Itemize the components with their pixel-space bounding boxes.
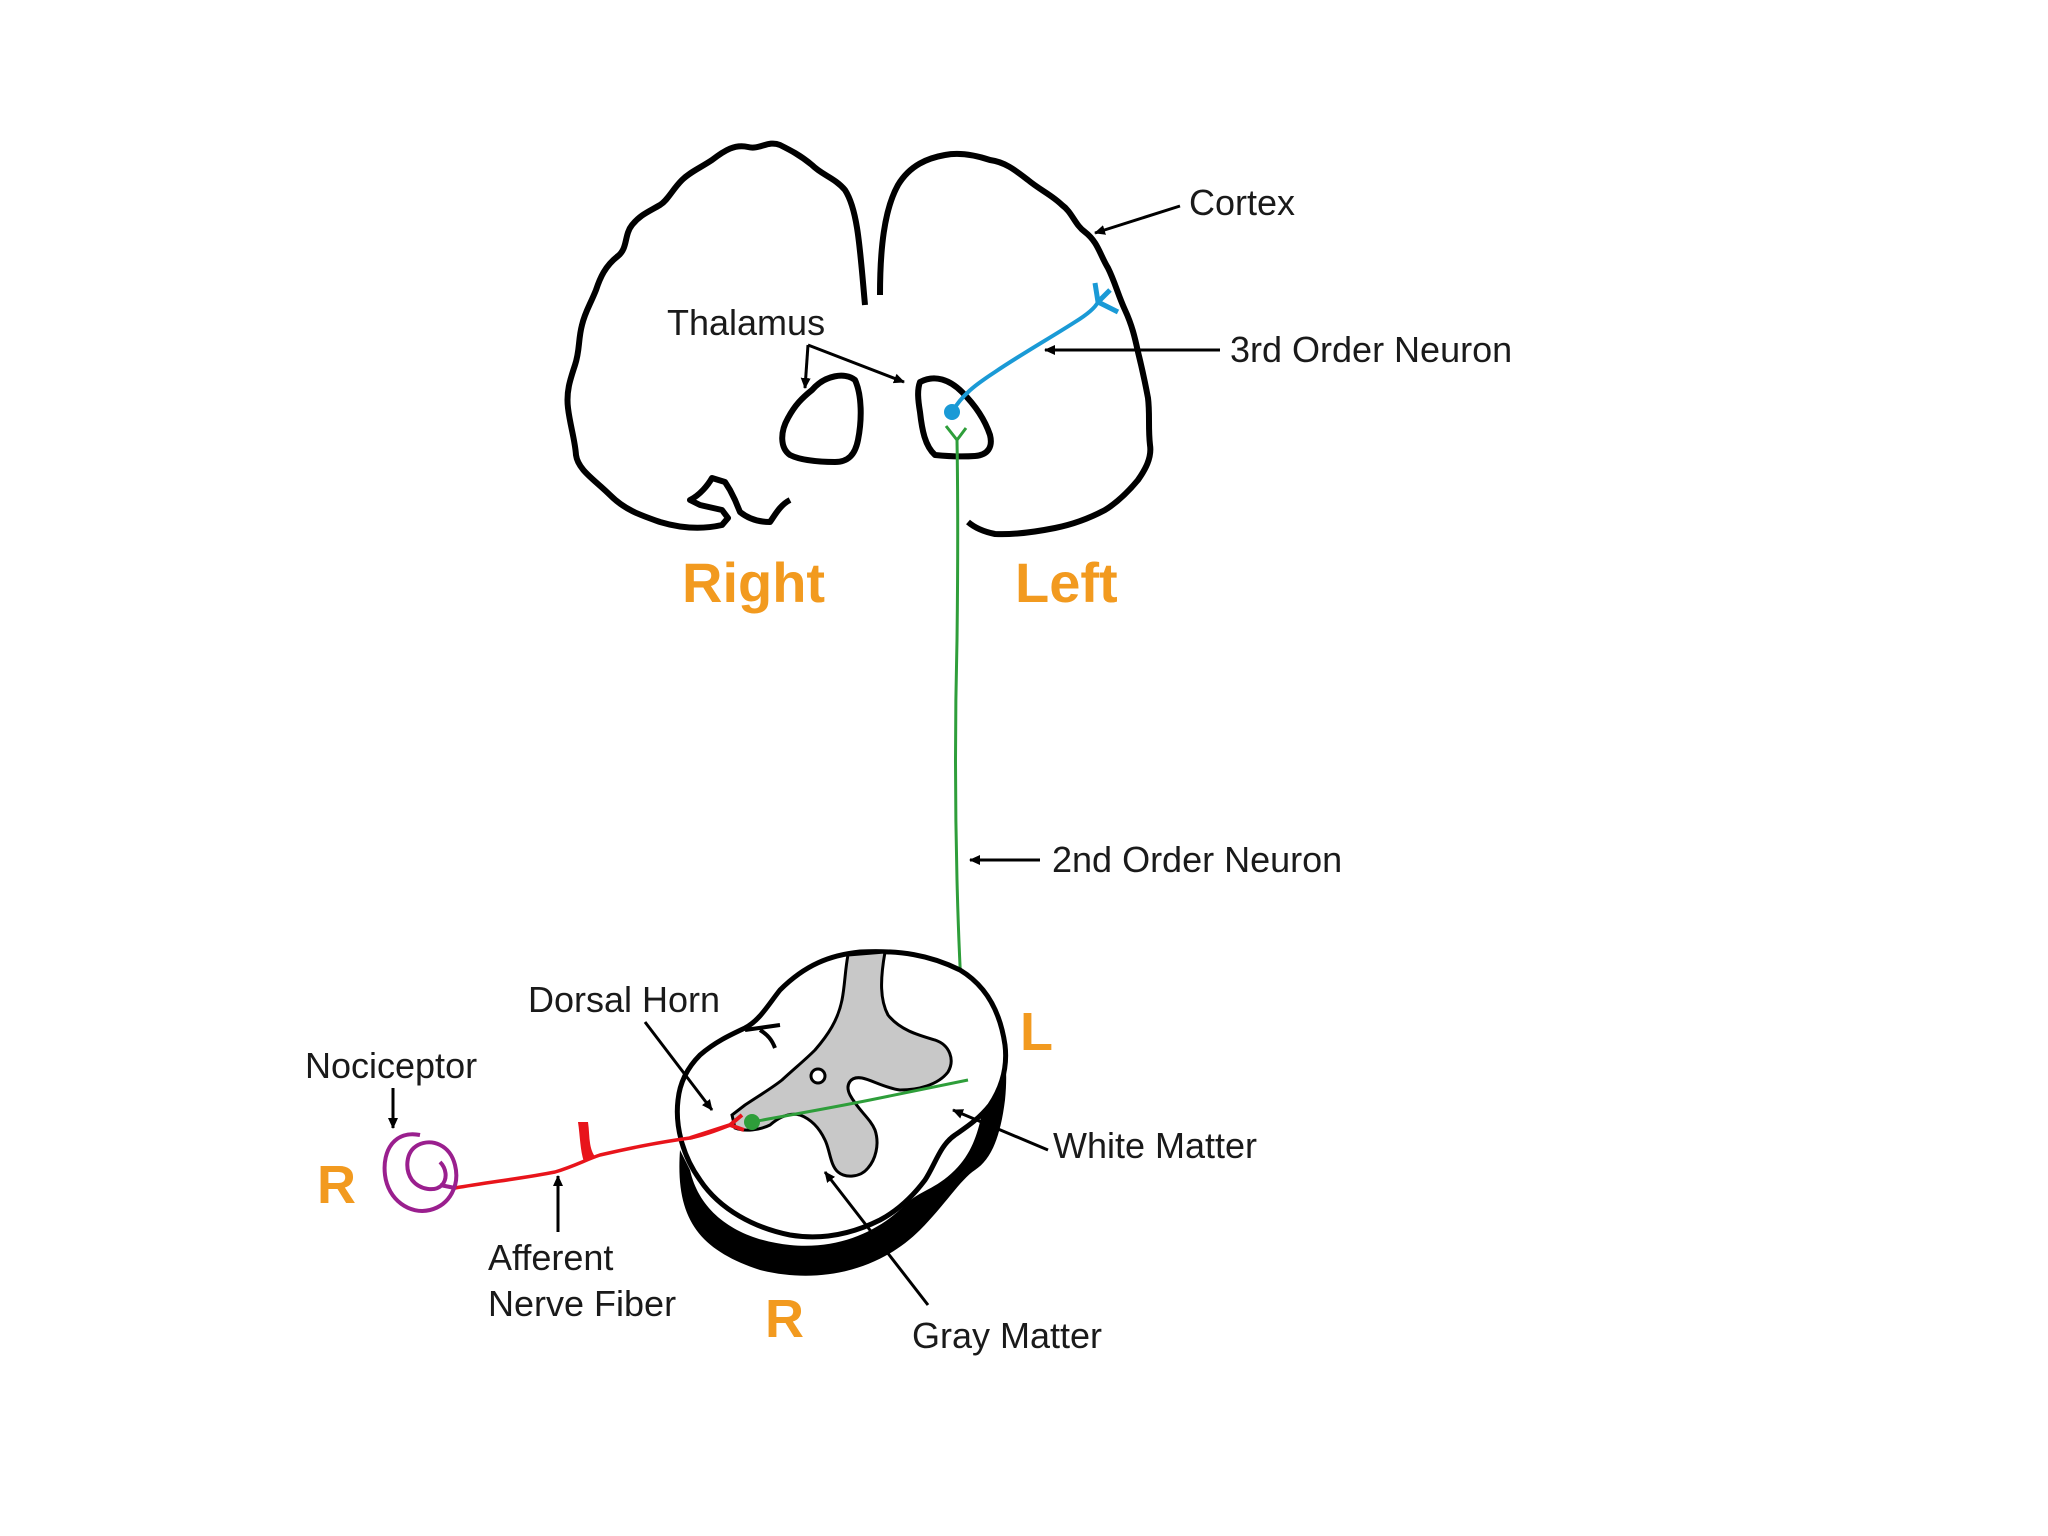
gray-matter: [730, 950, 953, 1178]
left-hemisphere: [877, 150, 1154, 538]
nociceptor-spiral: [382, 1132, 459, 1213]
dorsal-root-entry: [744, 1023, 781, 1049]
third-order-axon: [950, 301, 1100, 414]
spinal-cord: [674, 949, 1009, 1276]
labels: Cortex Thalamus 3rd Order Neuron 2nd Ord…: [305, 182, 1512, 1356]
third-order-terminal: [1092, 282, 1120, 315]
thalamus-label: Thalamus: [667, 302, 825, 343]
third-order-cell-body: [944, 404, 960, 420]
third-order-neuron: [944, 282, 1120, 420]
afferent-cell-body: [578, 1122, 596, 1162]
second-order-cell-body: [744, 1114, 760, 1130]
afferent-label-line1: Afferent: [488, 1237, 613, 1278]
white-matter-label: White Matter: [1053, 1125, 1257, 1166]
dorsal-horn-label: Dorsal Horn: [528, 979, 720, 1020]
receptor-side-label: R: [317, 1155, 356, 1215]
leader-lines: [388, 204, 1220, 1306]
white-matter-leader: [952, 1108, 1049, 1152]
nociceptor-label: Nociceptor: [305, 1045, 477, 1086]
white-matter-shadow: [679, 1045, 1007, 1276]
afferent-label-line2: Nerve Fiber: [488, 1283, 676, 1324]
afferent-nerve-fiber: [454, 1113, 745, 1190]
cortex-leader: [1094, 204, 1181, 235]
second-order-crossing-fiber: [751, 1078, 969, 1124]
brain: [564, 140, 1154, 538]
afferent-terminal: [689, 1113, 745, 1140]
brain-right-side-label: Right: [682, 551, 825, 614]
third-order-neuron-label: 3rd Order Neuron: [1230, 329, 1512, 370]
cortex-label: Cortex: [1189, 182, 1295, 223]
second-order-terminal: [944, 425, 968, 441]
thalamus-leader-left: [807, 343, 905, 384]
gray-matter-label: Gray Matter: [912, 1315, 1102, 1356]
second-order-neuron-cord: [744, 1078, 969, 1130]
second-order-neuron-label: 2nd Order Neuron: [1052, 839, 1342, 880]
gray-matter-leader: [823, 1171, 930, 1306]
central-canal: [809, 1067, 827, 1085]
cord-left-side-label: L: [1020, 1002, 1053, 1062]
thalamus-leader-right: [800, 344, 811, 389]
brain-left-side-label: Left: [1015, 551, 1118, 614]
cord-right-side-label: R: [765, 1289, 804, 1349]
dorsal-horn-leader: [643, 1021, 714, 1111]
nociceptor-receptor: [382, 1132, 459, 1213]
thalamus-right: [779, 372, 864, 465]
